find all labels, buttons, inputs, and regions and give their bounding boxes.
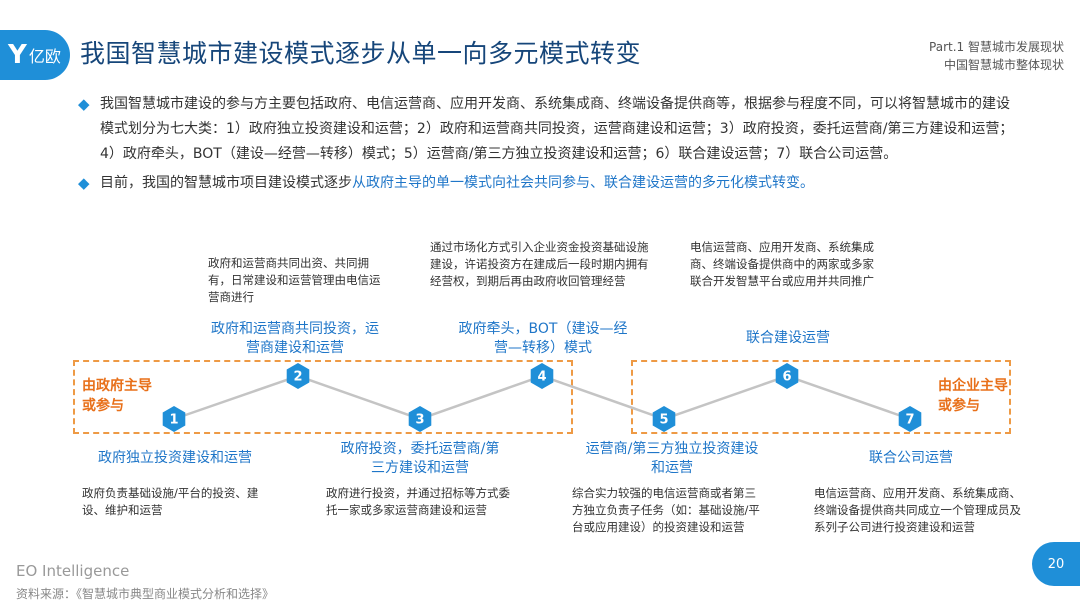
intro-bullets: ◆ 我国智慧城市建设的参与方主要包括政府、电信运营商、应用开发商、系统集成商、终…: [76, 92, 1021, 200]
node-number-6: 6: [782, 370, 791, 385]
node-hexagon-2: [286, 363, 310, 389]
mode-desc-3: 政府进行投资，并通过招标等方式委托一家或多家运营商建设和运营: [326, 486, 510, 517]
node-hexagon-1: [162, 406, 186, 432]
node-number-2: 2: [293, 370, 302, 385]
page-title: 我国智慧城市建设模式逐步从单一向多元模式转变: [80, 39, 642, 68]
mode-desc-1: 政府负责基础设施/平台的投资、建设、维护和运营: [82, 486, 259, 517]
node-number-7: 7: [905, 413, 914, 428]
section-subpart: 中国智慧城市整体现状: [943, 58, 1064, 72]
bullet-text: 目前，我国的智慧城市项目建设模式逐步: [100, 175, 352, 191]
section-part: Part.1 智慧城市发展现状: [929, 40, 1064, 54]
mode-label-5: 运营商/第三方独立投资建设和运营: [585, 441, 759, 476]
node-number-4: 4: [537, 370, 546, 385]
bullet-item: ◆ 我国智慧城市建设的参与方主要包括政府、电信运营商、应用开发商、系统集成商、终…: [76, 92, 1021, 167]
mode-desc-5: 综合实力较强的电信运营商或者第三方独立负责子任务（如：基础设施/平台或应用建设）…: [572, 486, 760, 534]
mode-label-7: 联合公司运营: [869, 450, 953, 466]
mode-desc-7: 电信运营商、应用开发商、系统集成商、终端设备提供商共同成立一个管理成员及系列子公…: [814, 486, 1021, 534]
node-hexagon-4: [530, 363, 554, 389]
logo-text: 亿欧: [28, 47, 61, 66]
node-hexagon-5: [652, 406, 676, 432]
node-hexagon-3: [408, 406, 432, 432]
footer-brand: EO Intelligence: [16, 562, 130, 580]
mode-label-6: 联合建设运营: [746, 330, 830, 346]
node-number-3: 3: [415, 413, 424, 428]
bullet-item: ◆ 目前，我国的智慧城市项目建设模式逐步从政府主导的单一模式向社会共同参与、联合…: [76, 171, 1021, 196]
mode-desc-2: 政府和运营商共同出资、共同拥有，日常建设和运营管理由电信运营商进行: [208, 256, 381, 304]
logo-mark: Y: [8, 40, 27, 70]
source-note: 资料来源：《智慧城市典型商业模式分析和选择》: [16, 587, 275, 601]
mode-desc-6: 电信运营商、应用开发商、系统集成商、终端设备提供商中的两家或多家联合开发智慧平台…: [690, 240, 874, 288]
diamond-bullet-icon: ◆: [78, 174, 90, 192]
enterprise-group-label: 由企业主导或参与: [938, 378, 1008, 414]
node-number-1: 1: [169, 413, 178, 428]
page-number: 20: [1032, 542, 1080, 586]
bullet-text: 我国智慧城市建设的参与方主要包括政府、电信运营商、应用开发商、系统集成商、终端设…: [100, 96, 1014, 162]
mode-desc-4: 通过市场化方式引入企业资金投资基础设施建设，许诺投资方在建成后一段时期内拥有经营…: [430, 240, 649, 288]
bullet-highlight: 从政府主导的单一模式向社会共同参与、联合建设运营的多元化模式转变。: [352, 175, 814, 191]
mode-label-3: 政府投资，委托运营商/第三方建设和运营: [340, 441, 500, 476]
node-hexagon-6: [775, 363, 799, 389]
mode-label-4: 政府牵头，BOT（建设—经营—转移）模式: [458, 321, 628, 356]
enterprise-group-box: [631, 360, 1011, 434]
node-number-5: 5: [659, 413, 668, 428]
government-group-label: 由政府主导或参与: [82, 378, 152, 414]
node-hexagon-7: [898, 406, 922, 432]
mode-label-1: 政府独立投资建设和运营: [98, 450, 252, 466]
government-group-box: [73, 360, 573, 434]
eo-logo: Y 亿欧: [0, 30, 70, 80]
section-indicator: Part.1 智慧城市发展现状 中国智慧城市整体现状: [929, 38, 1064, 74]
diamond-bullet-icon: ◆: [78, 95, 90, 113]
mode-label-2: 政府和运营商共同投资，运营商建设和运营: [211, 321, 379, 356]
